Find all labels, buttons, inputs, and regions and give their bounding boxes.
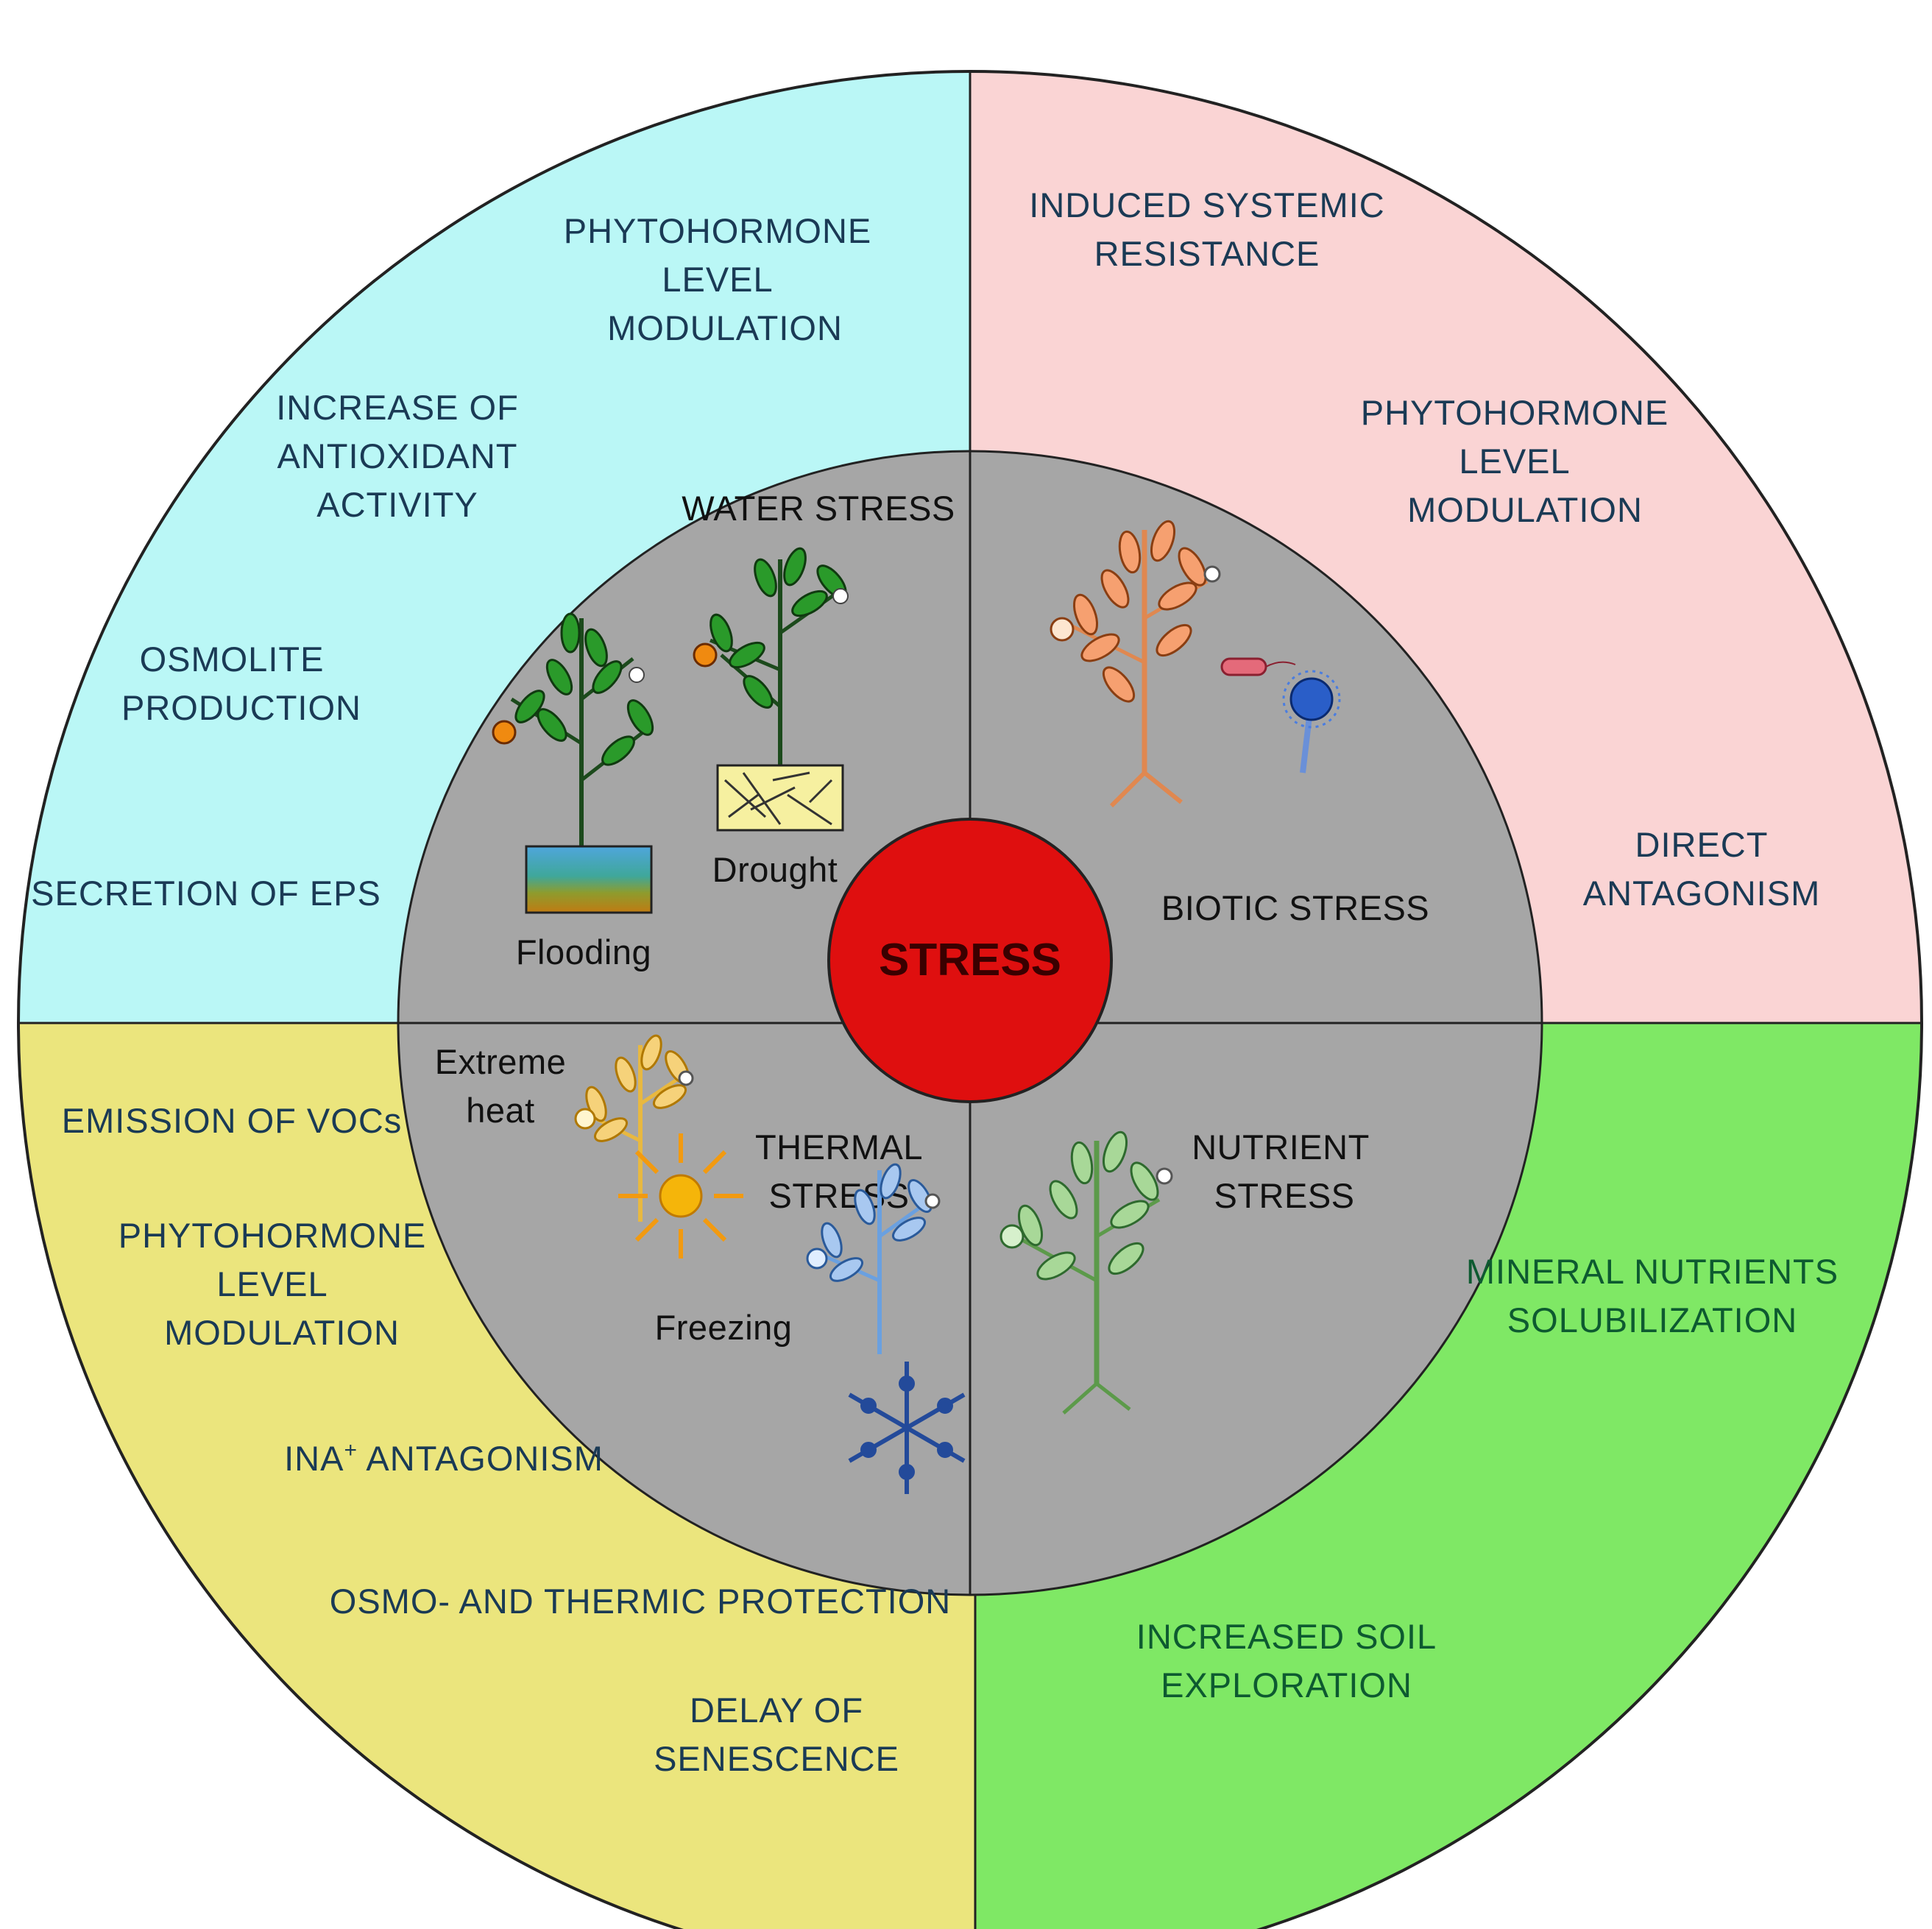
extreme-heat-label-line2: heat xyxy=(466,1091,534,1130)
thermal-osmo-line1: OSMO- AND THERMIC PROTECTION xyxy=(330,1582,951,1621)
nutrient-soil-line2: EXPLORATION xyxy=(1161,1666,1412,1705)
bacterium-icon xyxy=(1220,657,1296,676)
nutrient-stress-title-line1: NUTRIENT xyxy=(1192,1128,1370,1167)
biotic-phytohormone-line1: PHYTOHORMONE xyxy=(1361,393,1669,432)
center-label: STRESS xyxy=(879,935,1061,985)
snowflake-icon xyxy=(848,1362,966,1494)
flooding-soil-icon xyxy=(525,845,653,914)
plant-drought-icon xyxy=(693,547,849,765)
center-circle xyxy=(827,818,1113,1103)
ina-antagonism-text: ANTAGONISM xyxy=(358,1439,604,1478)
ina-superscript: + xyxy=(344,1438,358,1462)
biotic-antagonism-line1: DIRECT xyxy=(1635,825,1769,864)
thermal-senescence-line2: SENESCENCE xyxy=(654,1739,899,1778)
biotic-isr-line2: RESISTANCE xyxy=(1094,234,1320,273)
water-antioxidant-line3: ACTIVITY xyxy=(316,485,478,524)
water-responses: PHYTOHORMONE LEVEL MODULATION INCREASE O… xyxy=(31,211,871,913)
biotic-phytohormone-line3: MODULATION xyxy=(1407,490,1643,529)
thermal-responses: EMISSION OF VOCs PHYTOHORMONE LEVEL MODU… xyxy=(62,1101,951,1778)
thermal-phytohormone-line2: LEVEL xyxy=(216,1264,328,1303)
fungus-icon xyxy=(1282,670,1341,774)
water-phytohormone-line2: LEVEL xyxy=(662,260,773,299)
water-antioxidant-line1: INCREASE OF xyxy=(276,388,519,427)
nutrient-responses: MINERAL NUTRIENTS SOLUBILIZATION INCREAS… xyxy=(1136,1252,1839,1705)
plant-freezing-icon xyxy=(806,1163,941,1354)
plant-heat-icon xyxy=(574,1034,694,1222)
biotic-isr-line1: INDUCED SYSTEMIC xyxy=(1029,185,1384,224)
drought-label: Drought xyxy=(712,850,838,889)
sun-icon xyxy=(618,1133,743,1259)
nutrient-stress-title-line2: STRESS xyxy=(1214,1176,1354,1215)
thermal-ina-line1: INA+ ANTAGONISM xyxy=(284,1438,604,1478)
plant-flooding-icon xyxy=(492,612,654,846)
thermal-phytohormone-line3: MODULATION xyxy=(164,1313,400,1352)
extreme-heat-label-line1: Extreme xyxy=(435,1042,567,1081)
biotic-stress-title: BIOTIC STRESS xyxy=(1161,888,1429,927)
freezing-label: Freezing xyxy=(655,1308,793,1347)
nutrient-soil-line1: INCREASED SOIL xyxy=(1136,1617,1437,1656)
plant-nutrient-icon xyxy=(999,1130,1173,1415)
water-eps-line1: SECRETION OF EPS xyxy=(31,874,381,913)
ina-text: INA xyxy=(284,1439,344,1478)
water-antioxidant-line2: ANTIOXIDANT xyxy=(277,436,518,475)
thermal-phytohormone-line1: PHYTOHORMONE xyxy=(118,1216,427,1255)
water-phytohormone-line1: PHYTOHORMONE xyxy=(564,211,872,250)
plant-biotic-icon xyxy=(1050,520,1221,808)
biotic-antagonism-line2: ANTAGONISM xyxy=(1583,874,1820,913)
drought-soil-icon xyxy=(716,764,844,832)
thermal-vocs-line1: EMISSION OF VOCs xyxy=(62,1101,403,1140)
water-stress-title: WATER STRESS xyxy=(682,489,955,528)
nutrient-mineral-line1: MINERAL NUTRIENTS xyxy=(1466,1252,1839,1291)
nutrient-mineral-line2: SOLUBILIZATION xyxy=(1507,1300,1797,1339)
water-phytohormone-line3: MODULATION xyxy=(607,308,843,347)
biotic-phytohormone-line2: LEVEL xyxy=(1459,442,1570,481)
thermal-stress-title-line1: THERMAL xyxy=(755,1128,923,1167)
flooding-label: Flooding xyxy=(516,932,651,971)
thermal-senescence-line1: DELAY OF xyxy=(690,1691,863,1730)
water-osmolite-line2: PRODUCTION xyxy=(121,688,361,727)
inner-labels: WATER STRESS BIOTIC STRESS THERMAL STRES… xyxy=(435,489,1429,1347)
biotic-responses: INDUCED SYSTEMIC RESISTANCE PHYTOHORMONE… xyxy=(1029,185,1820,913)
water-osmolite-line1: OSMOLITE xyxy=(140,640,325,679)
